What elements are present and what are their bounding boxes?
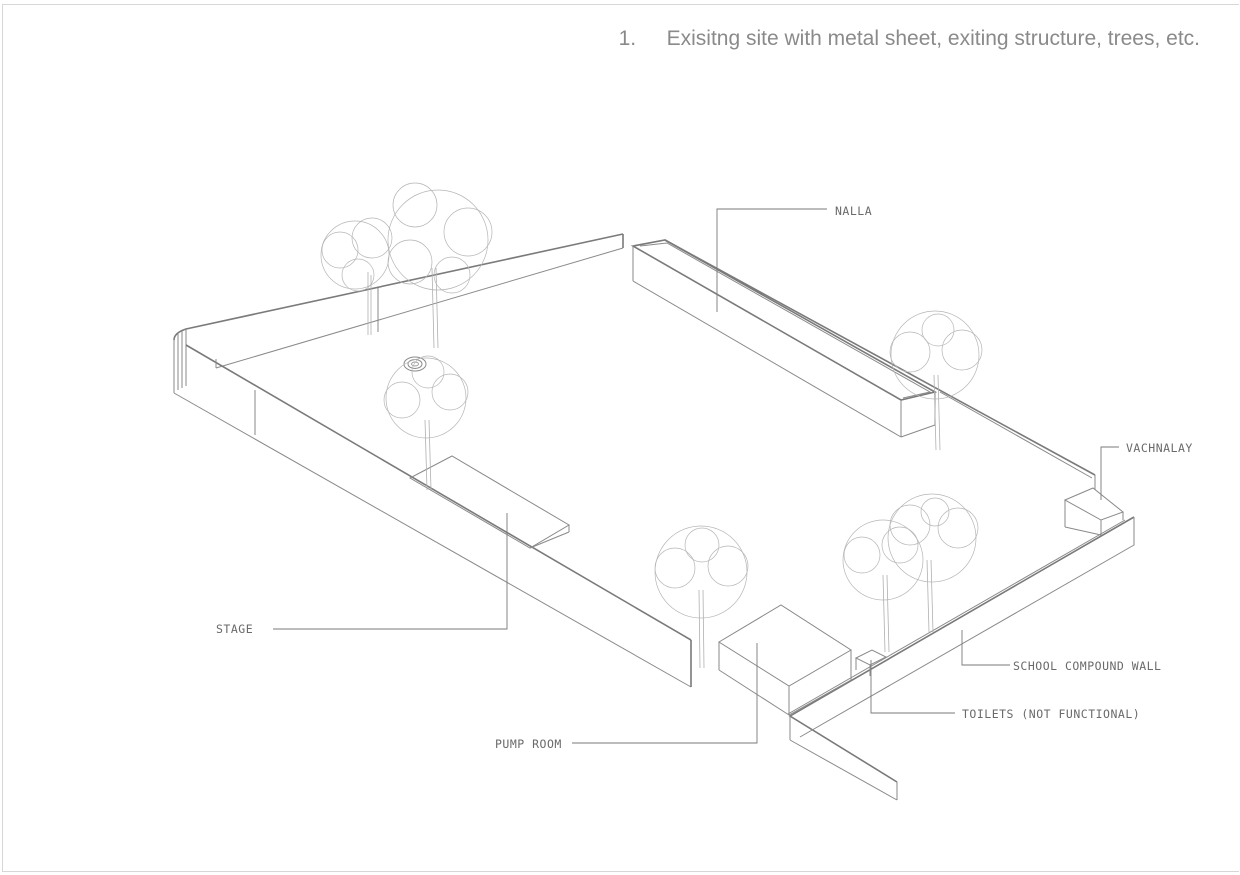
leader-pump-room	[572, 643, 758, 744]
east-wall	[664, 239, 1096, 490]
tree-east-nalla	[889, 310, 983, 451]
leader-vachnalay	[1100, 446, 1119, 500]
metal-sheet-boundary-wall	[173, 233, 692, 688]
label-stage: STAGE	[216, 622, 253, 636]
tree-south-center	[654, 525, 749, 669]
tree-north-left	[320, 217, 393, 335]
tree-south-east-right	[887, 493, 979, 633]
sheet-frame	[2, 4, 1239, 872]
vachnalay-block	[1063, 487, 1125, 536]
label-school-compound-wall: SCHOOL COMPOUND WALL	[1013, 659, 1161, 673]
leader-school-compound-wall	[961, 630, 1010, 666]
tree-north-right	[387, 182, 493, 349]
tree-south-east-left	[842, 519, 924, 653]
pump-room	[718, 604, 852, 716]
nalla-channel	[630, 239, 938, 438]
label-nalla: NALLA	[835, 204, 872, 218]
title-text: Exisitng site with metal sheet, exiting …	[666, 27, 1200, 50]
label-toilets: TOILETS (NOT FUNCTIONAL)	[962, 707, 1140, 721]
stage-platform	[408, 455, 570, 549]
leader-toilets	[870, 660, 955, 714]
label-pump-room: PUMP ROOM	[495, 737, 562, 751]
label-vachnalay: VACHNALAY	[1126, 441, 1193, 455]
title-number: 1.	[618, 27, 637, 50]
leader-lines	[273, 208, 1119, 744]
toilets-block	[854, 649, 888, 676]
leader-stage	[273, 513, 508, 630]
school-compound-wall	[787, 516, 1135, 801]
page-title: 1. Exisitng site with metal sheet, exitin…	[619, 27, 1200, 51]
well-circle	[403, 356, 427, 372]
tree-center-west	[383, 355, 469, 491]
leader-nalla	[716, 208, 827, 312]
